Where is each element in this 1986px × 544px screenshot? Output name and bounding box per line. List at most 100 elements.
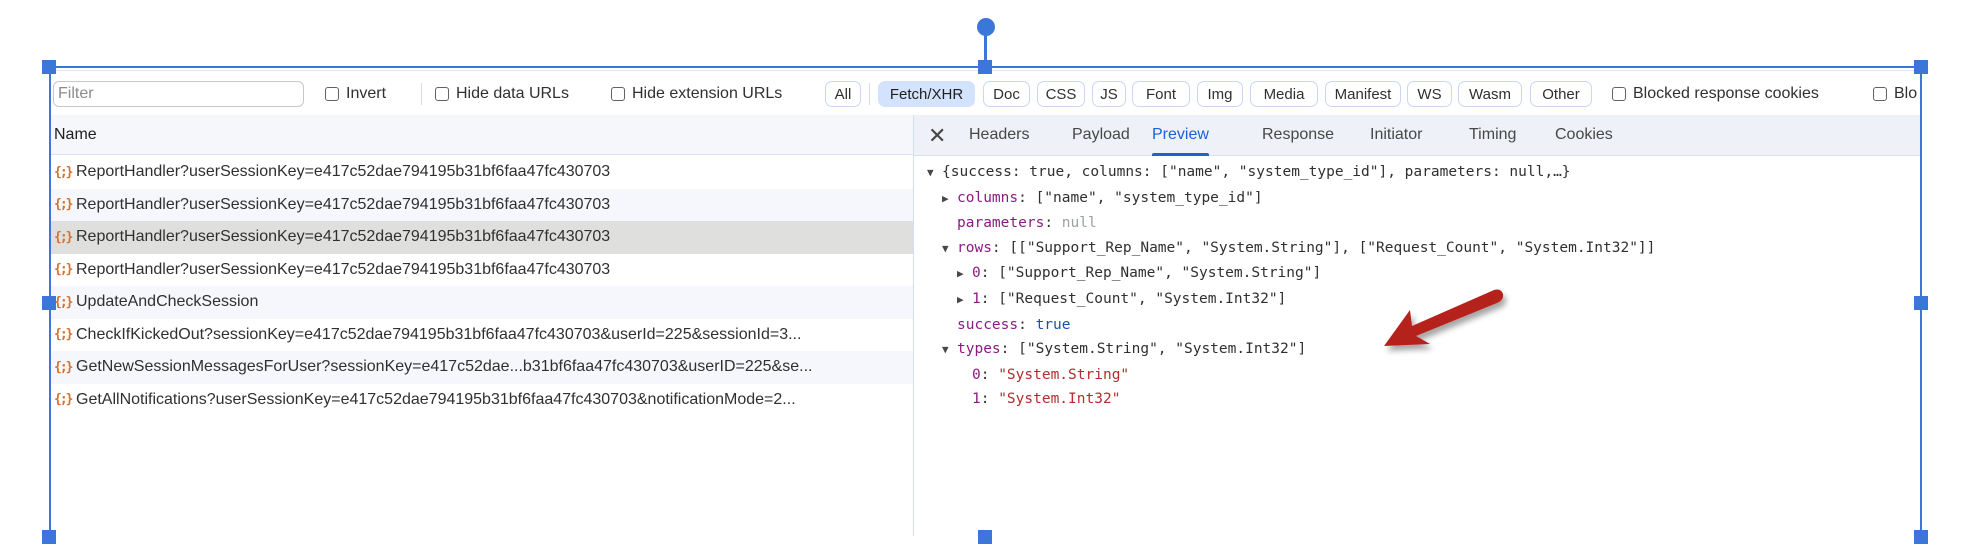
xhr-icon: {;} [54,262,73,278]
tree-value-bool: true [1035,316,1071,333]
filter-chip-js[interactable]: JS [1092,81,1126,107]
resize-handle-bottom-right[interactable] [1914,530,1928,544]
filter-chip-doc[interactable]: Doc [983,81,1030,107]
checkbox-icon[interactable] [611,87,625,101]
request-row[interactable]: {;} UpdateAndCheckSession [50,286,913,319]
name-column-header[interactable]: Name [50,115,913,155]
tree-node-parameters: parameters: null [957,215,1097,232]
rotate-handle-stem [984,28,987,66]
tree-node-success: success: true [957,316,1071,333]
devtools-network-panel: Invert Hide data URLs Hide extension URL… [50,68,1921,536]
tree-key: types [957,341,1001,358]
filter-chip-media[interactable]: Media [1250,81,1318,107]
tree-node-rows-0[interactable]: ▶0: ["Support_Rep_Name", "System.String"… [914,261,1921,287]
expanded-triangle-icon[interactable]: ▼ [942,241,949,255]
blocked-response-cookies-checkbox[interactable]: Blocked response cookies [1612,85,1819,103]
request-row[interactable]: {;} ReportHandler?userSessionKey=e417c52… [50,156,913,189]
request-row[interactable]: {;} GetAllNotifications?userSessionKey=e… [50,384,913,417]
tree-node-types[interactable]: ▼types: ["System.String", "System.Int32"… [914,337,1921,363]
filter-chip-manifest[interactable]: Manifest [1325,81,1401,107]
tree-key: 1 [972,290,981,307]
resize-handle-top-left[interactable] [42,60,56,74]
resize-handle-top-center[interactable] [978,60,992,74]
xhr-icon: {;} [54,359,73,375]
close-icon[interactable]: ✕ [928,123,947,148]
tab-cookies[interactable]: Cookies [1555,126,1613,143]
request-name: ReportHandler?userSessionKey=e417c52dae7… [76,260,611,278]
hide-data-urls-checkbox[interactable]: Hide data URLs [435,85,569,103]
tree-key: rows [957,239,992,256]
request-list: {;} ReportHandler?userSessionKey=e417c52… [50,156,913,416]
xhr-icon: {;} [54,164,73,180]
tree-value-string: "System.Int32" [998,391,1121,408]
filter-chip-img[interactable]: Img [1197,81,1243,107]
checkbox-icon[interactable] [325,87,339,101]
filter-input[interactable] [53,81,304,107]
tab-initiator[interactable]: Initiator [1370,126,1423,143]
xhr-icon: {;} [54,392,73,408]
hide-extension-urls-checkbox[interactable]: Hide extension URLs [611,85,782,103]
xhr-icon: {;} [54,197,73,213]
tree-key: 0 [972,265,981,282]
filter-chip-css[interactable]: CSS [1037,81,1085,107]
tree-value: ["Support_Rep_Name", "System.String"] [998,265,1322,282]
checkbox-icon[interactable] [1873,87,1887,101]
request-row[interactable]: {;} ReportHandler?userSessionKey=e417c52… [50,254,913,287]
checkbox-icon[interactable] [435,87,449,101]
rotate-handle[interactable] [977,18,995,36]
tree-value-null: null [1061,215,1097,232]
tree-value-string: "System.String" [998,366,1130,383]
invert-checkbox[interactable]: Invert [325,85,386,103]
filter-chip-fetch-xhr[interactable]: Fetch/XHR [878,81,975,107]
tree-value: [["Support_Rep_Name", "System.String"], … [1009,239,1656,256]
expanded-triangle-icon[interactable]: ▼ [942,343,949,357]
expanded-triangle-icon[interactable]: ▼ [927,166,934,179]
details-tabbar: ✕ Headers Payload Preview Response Initi… [914,115,1921,156]
name-column-label: Name [54,125,97,143]
network-filter-toolbar: Invert Hide data URLs Hide extension URL… [50,70,1921,116]
collapsed-triangle-icon[interactable]: ▶ [957,267,964,281]
filter-chip-ws[interactable]: WS [1407,81,1452,107]
request-name: ReportHandler?userSessionKey=e417c52dae7… [76,163,611,181]
tree-node-rows-1[interactable]: ▶1: ["Request_Count", "System.Int32"] [914,287,1921,313]
hide-data-urls-label: Hide data URLs [456,85,569,102]
xhr-icon: {;} [54,229,73,245]
tree-value: ["Request_Count", "System.Int32"] [998,290,1287,307]
root-summary: {success: true, columns: ["name", "syste… [942,164,1571,180]
tab-preview[interactable]: Preview [1152,115,1209,156]
request-row[interactable]: {;} ReportHandler?userSessionKey=e417c52… [50,188,913,221]
resize-handle-top-right[interactable] [1914,60,1928,74]
tree-node-types-0: 0: "System.String" [972,366,1130,383]
request-row[interactable]: {;} GetNewSessionMessagesForUser?session… [50,351,913,384]
resize-handle-bottom-left[interactable] [42,530,56,544]
collapsed-triangle-icon[interactable]: ▶ [942,191,949,205]
collapsed-triangle-icon[interactable]: ▶ [957,292,964,306]
tab-payload[interactable]: Payload [1072,126,1130,143]
resize-handle-bottom-center[interactable] [978,530,992,544]
panel-resize-divider[interactable] [913,115,914,536]
checkbox-icon[interactable] [1612,87,1626,101]
tree-root[interactable]: ▼ {success: true, columns: ["name", "syst… [914,160,1921,186]
tab-response[interactable]: Response [1262,126,1335,143]
invert-label: Invert [346,85,387,102]
request-row[interactable]: {;} CheckIfKickedOut?sessionKey=e417c52d… [50,319,913,352]
tab-headers[interactable]: Headers [969,126,1030,143]
tree-value: ["System.String", "System.Int32"] [1018,341,1307,358]
tree-node-columns[interactable]: ▶columns: ["name", "system_type_id"] [914,186,1921,212]
tree-node-rows[interactable]: ▼rows: [["Support_Rep_Name", "System.Str… [914,236,1921,262]
request-name: GetAllNotifications?userSessionKey=e417c… [76,390,796,408]
blocked-requests-checkbox[interactable]: Blo [1873,85,1917,103]
request-row-selected[interactable]: {;} ReportHandler?userSessionKey=e417c52… [50,221,913,254]
filter-chip-other[interactable]: Other [1530,81,1592,107]
resize-handle-middle-left[interactable] [42,296,56,310]
tree-key: columns [957,189,1019,206]
request-name: ReportHandler?userSessionKey=e417c52dae7… [76,195,611,213]
tab-timing[interactable]: Timing [1469,126,1517,143]
filter-chip-wasm[interactable]: Wasm [1458,81,1522,107]
filter-chip-all[interactable]: All [825,81,861,107]
tree-key: 0 [972,366,981,383]
filter-chip-font[interactable]: Font [1132,81,1190,107]
blocked-requests-label: Blo [1894,85,1918,102]
hide-extension-urls-label: Hide extension URLs [632,85,783,102]
resize-handle-middle-right[interactable] [1914,296,1928,310]
